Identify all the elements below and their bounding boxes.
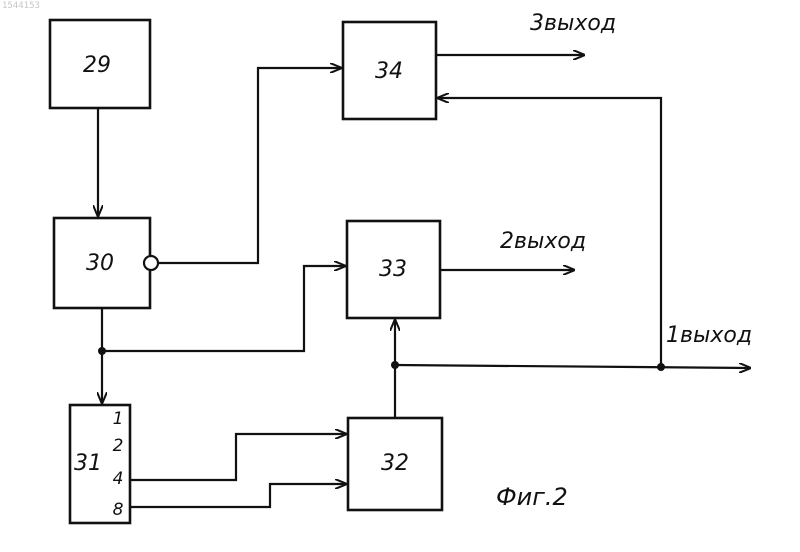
block-30-label: 30 xyxy=(86,251,114,276)
block-32-label: 32 xyxy=(381,451,409,476)
wire-31-port4-to-32 xyxy=(130,434,346,480)
inverted-output-circle xyxy=(144,256,158,270)
wire-30-to-34 xyxy=(158,68,341,263)
wire-31-port8-to-32 xyxy=(130,484,346,507)
document-stamp: 1544153 xyxy=(2,1,40,11)
port-label-8: 8 xyxy=(113,500,124,520)
output-1-arrow xyxy=(395,365,750,368)
port-label-4: 4 xyxy=(113,469,124,489)
port-label-2: 2 xyxy=(113,436,124,456)
junction-node-30 xyxy=(98,347,106,355)
block-33-label: 33 xyxy=(379,257,407,282)
block-32: 32 xyxy=(348,418,442,510)
figure-caption: Фиг.2 xyxy=(496,483,568,511)
output-3-label: 3выход xyxy=(530,11,616,36)
block-31-counter: 31 1 2 4 8 xyxy=(70,405,130,523)
port-label-1: 1 xyxy=(113,409,124,429)
block-30: 30 xyxy=(54,218,158,308)
block-34-label: 34 xyxy=(375,59,403,84)
output-1-label: 1выход xyxy=(666,323,752,348)
block-31-label: 31 xyxy=(74,451,102,476)
block-29-label: 29 xyxy=(83,53,111,78)
block-29: 29 xyxy=(50,20,150,108)
junction-node-32 xyxy=(391,361,399,369)
output-2-label: 2выход xyxy=(500,229,586,254)
block-34: 34 xyxy=(343,22,436,119)
block-33: 33 xyxy=(347,221,440,318)
